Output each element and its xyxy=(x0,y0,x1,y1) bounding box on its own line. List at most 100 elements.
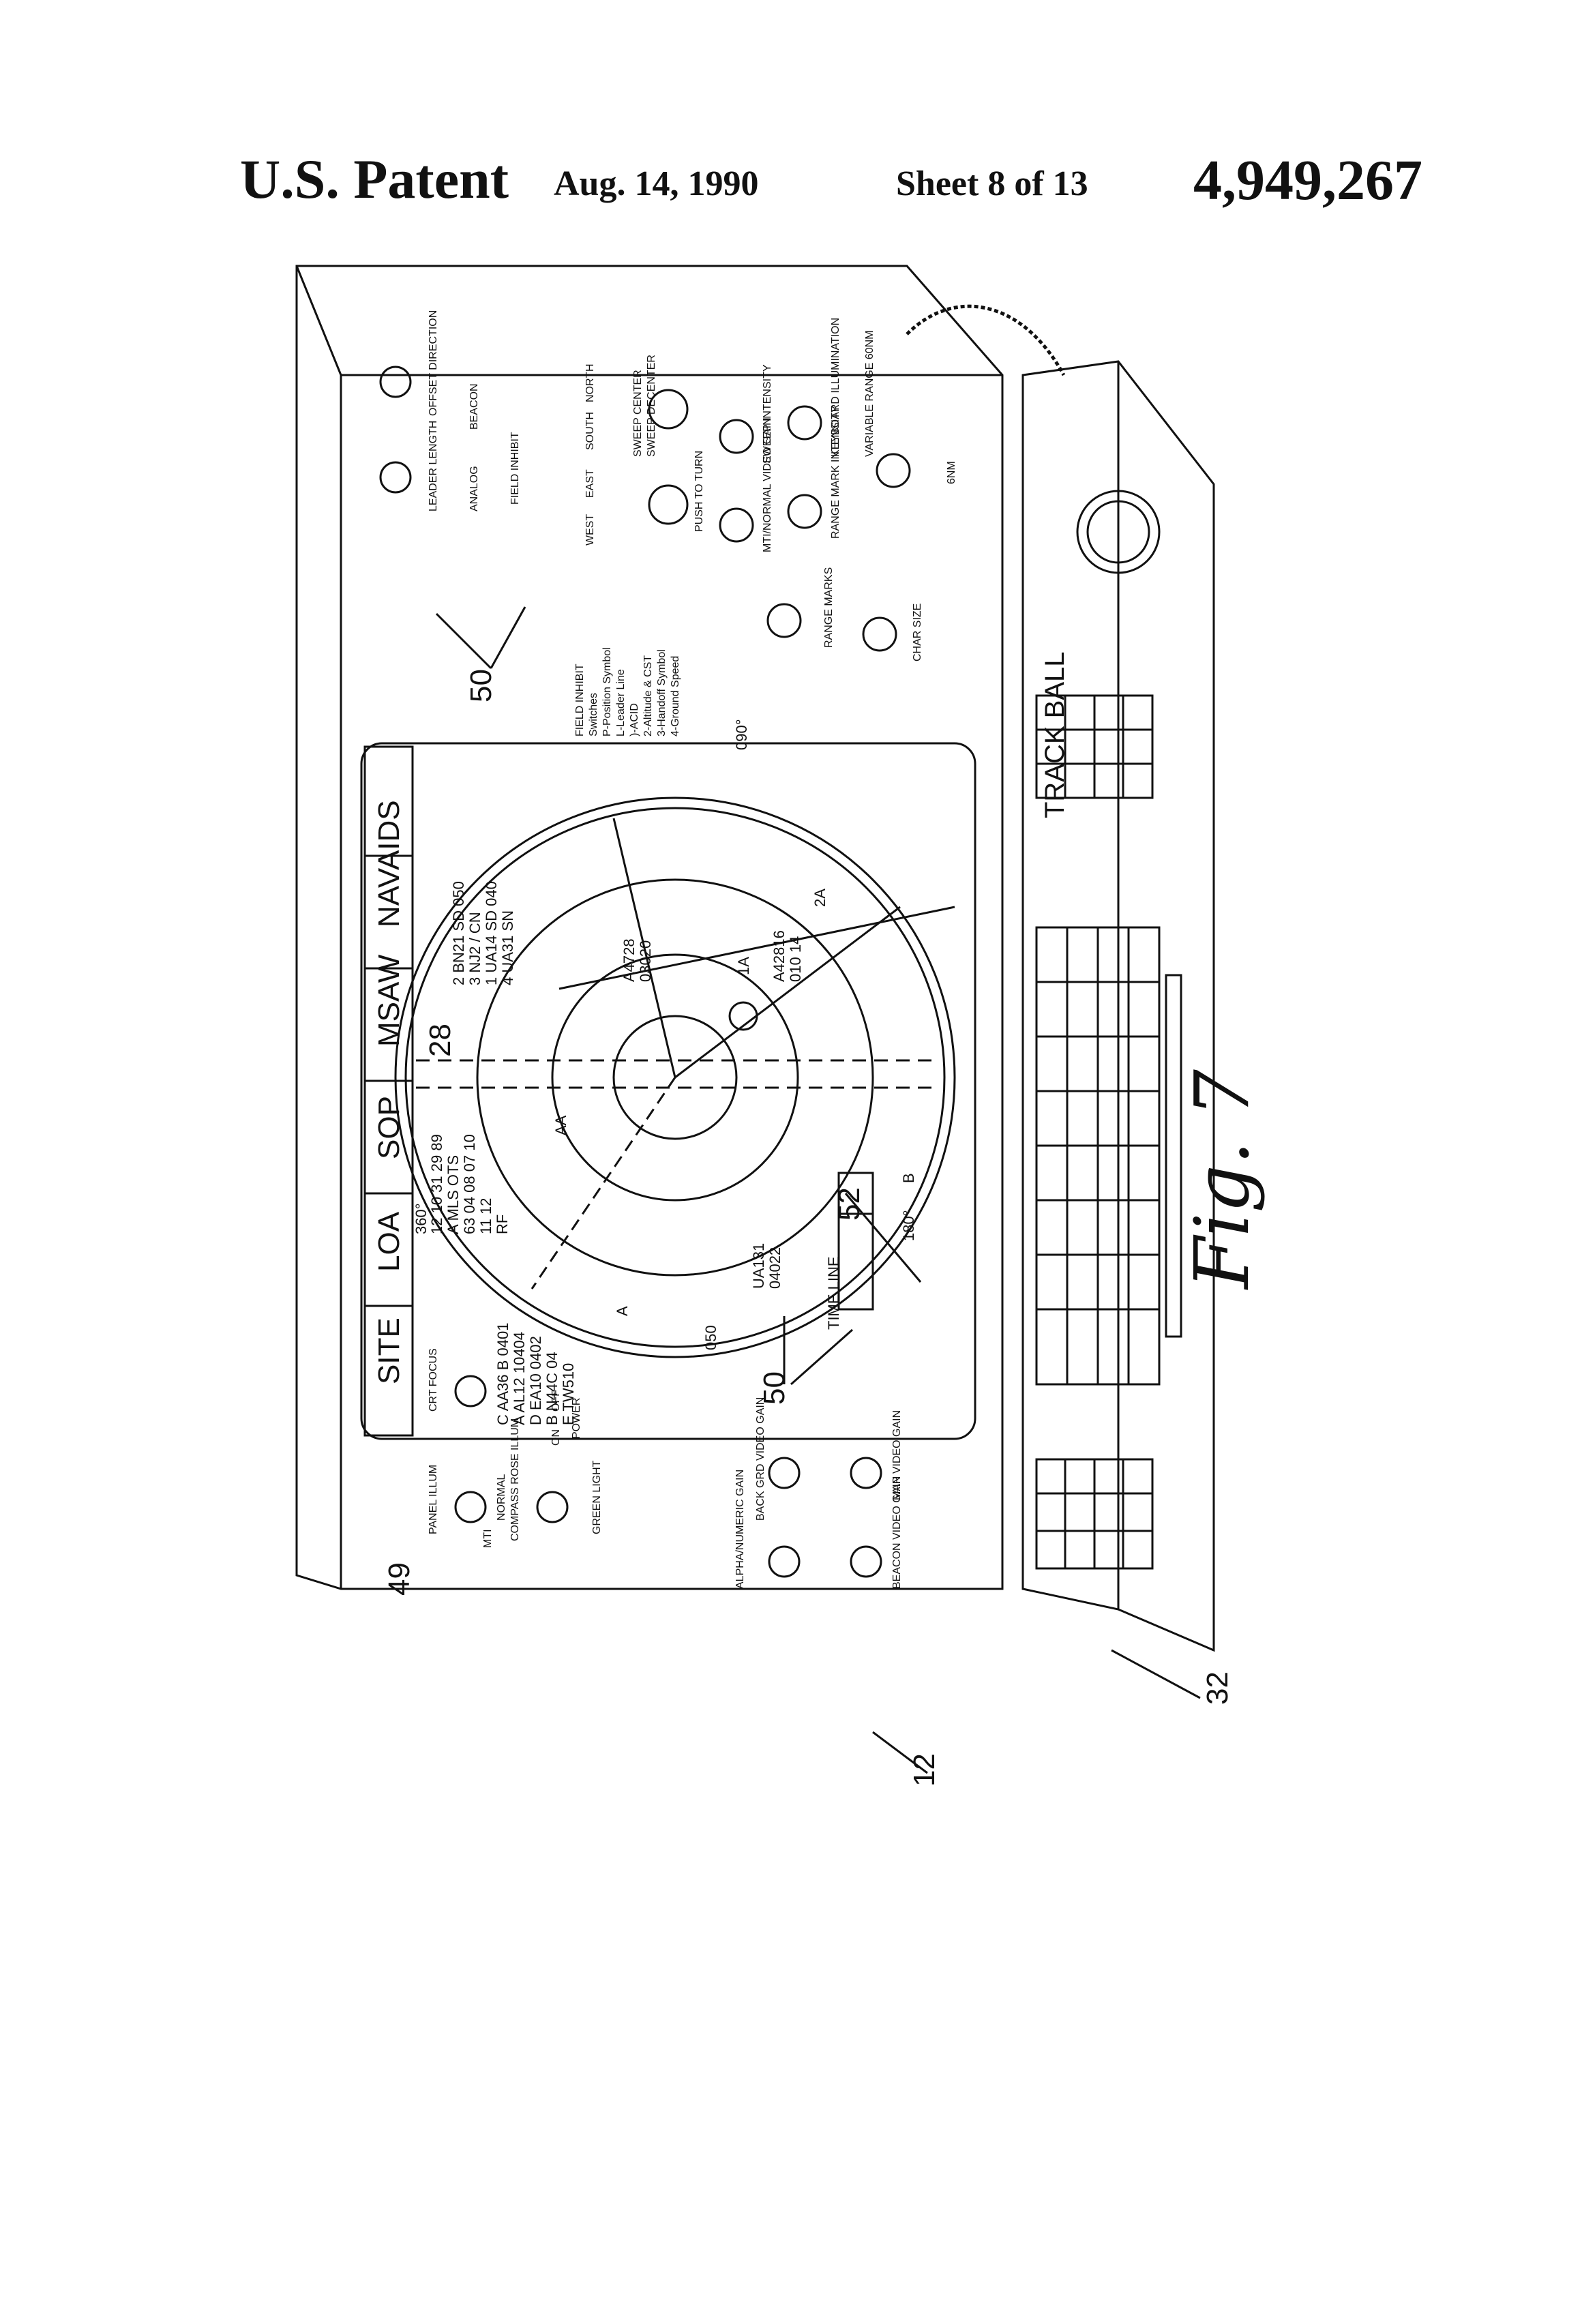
label-crt-focus: CRT FOCUS xyxy=(428,1348,439,1412)
ref-50-bottom: 50 xyxy=(758,1371,791,1405)
range-ring-3 xyxy=(476,878,874,1277)
range-ring-2 xyxy=(551,953,799,1202)
menu-tab-strip xyxy=(363,745,414,1437)
patent-number: 4,949,267 xyxy=(1193,149,1422,212)
tab-site[interactable]: SITE xyxy=(372,1317,406,1384)
label-beacon-video-gain: BEACON VIDEO GAIN xyxy=(891,1476,903,1589)
crt-focus-knob[interactable] xyxy=(454,1375,487,1407)
bearing-labels: 360° 180° 090° 050 xyxy=(413,719,917,1350)
sweep-decenter-sn-knob[interactable] xyxy=(648,389,689,430)
data-line: 11 12 xyxy=(477,1198,494,1234)
screen-data-blocks: 12 10 31 29 89 A MLS OTS 63 04 08 07 10 … xyxy=(428,881,917,1425)
label-sweep-decenter: SWEEP DECENTER xyxy=(646,355,657,457)
leader-length-knob[interactable] xyxy=(379,461,412,494)
bearing-050: 050 xyxy=(702,1325,719,1350)
control-labels: LEADER LENGTH OFFSET DIRECTION ANALOG BE… xyxy=(428,310,1070,1589)
label-mti-normal: MTI/NORMAL VIDEO GAIN xyxy=(762,417,773,552)
label-south: SOUTH xyxy=(584,412,596,450)
map-video-gain-knob[interactable] xyxy=(850,1457,882,1489)
target-label-2a: 2A xyxy=(811,889,829,907)
main-keyboard xyxy=(1035,926,1182,1386)
menu-tabs: SITE LOA SOP MSAW NAVAIDS xyxy=(372,800,406,1384)
reference-numerals: 28 49 50 50 52 12 32 xyxy=(383,669,1234,1787)
target-label-b: B xyxy=(900,1173,917,1183)
label-power: POWER xyxy=(571,1398,582,1439)
field-inhibit-legend: FIELD INHIBIT Switches P-Position Symbol… xyxy=(574,647,681,736)
ref-28: 28 xyxy=(423,1024,457,1057)
console-body xyxy=(295,265,1004,1590)
label-off: OFF xyxy=(550,1390,562,1412)
label-field-inhibit: FIELD INHIBIT xyxy=(509,432,521,505)
patent-header: U.S. Patent Aug. 14, 1990 Sheet 8 of 13 … xyxy=(0,143,1582,218)
label-beacon: BEACON xyxy=(468,383,480,430)
label-compass-rose-illum: COMPASS ROSE ILLUM xyxy=(509,1418,521,1541)
label-normal: NORMAL xyxy=(496,1474,507,1521)
mti-video-gain-knob[interactable] xyxy=(719,507,754,543)
display-bezel xyxy=(360,742,976,1440)
char-size-knob[interactable] xyxy=(862,616,897,652)
legend-line: P-Position Symbol xyxy=(601,647,613,736)
data-line: 1 UA14 SD 040 xyxy=(483,881,500,985)
label-back-grd-video-gain: BACK GRD VIDEO GAIN xyxy=(755,1397,766,1521)
compass-rose-illum-knob[interactable] xyxy=(536,1491,569,1523)
label-on: ON xyxy=(550,1429,562,1446)
time-line-bar xyxy=(837,1172,874,1311)
data-line: 03020 xyxy=(637,940,654,982)
label-variable-range: VARIABLE RANGE 60NM xyxy=(864,330,876,457)
bearing-090: 090° xyxy=(733,719,750,750)
tab-sop[interactable]: SOP xyxy=(372,1096,406,1159)
keypad-upper xyxy=(1035,694,1154,799)
label-east: EAST xyxy=(584,469,596,498)
label-west: WEST xyxy=(584,514,596,546)
data-line: TIME LINE xyxy=(825,1256,842,1330)
label-track-ball: TRACK BALL xyxy=(1040,651,1070,818)
data-line: UA131 xyxy=(750,1243,767,1289)
label-leader-length: LEADER LENGTH xyxy=(428,421,439,511)
back-grd-video-gain-knob[interactable] xyxy=(768,1457,801,1489)
drawing-svg: SITE LOA SOP MSAW NAVAIDS 28 49 50 50 52… xyxy=(295,265,1266,1787)
tab-msaw[interactable]: MSAW xyxy=(372,954,406,1047)
data-line: 04022 xyxy=(766,1247,783,1289)
variable-range-knob[interactable] xyxy=(876,453,911,488)
label-range-marks: RANGE MARKS xyxy=(823,567,835,648)
ref-52: 52 xyxy=(833,1187,866,1221)
sheet-number: Sheet 8 of 13 xyxy=(896,164,1088,203)
legend-line: 2-Altitude & CST xyxy=(642,655,654,736)
beacon-video-gain-knob[interactable] xyxy=(850,1545,882,1578)
offset-direction-knob[interactable] xyxy=(379,366,412,398)
label-range-mark-intensity: RANGE MARK INTENSITY xyxy=(830,405,841,539)
range-marks-knob[interactable] xyxy=(766,603,802,638)
data-line: 010 14 xyxy=(787,936,804,982)
label-push-to-turn: PUSH TO TURN xyxy=(693,451,705,532)
keyboard-illumination-knob[interactable] xyxy=(787,405,822,441)
data-line: D EA10 0402 xyxy=(527,1336,544,1425)
sweep-decenter-we-knob[interactable] xyxy=(648,484,689,525)
tab-navaids[interactable]: NAVAIDS xyxy=(372,800,406,927)
label-sweep-center: SWEEP CENTER xyxy=(632,370,644,457)
tab-loa[interactable]: LOA xyxy=(372,1211,406,1272)
data-line: 63 04 08 07 10 xyxy=(461,1134,478,1234)
data-line: A MLS OTS xyxy=(445,1155,462,1234)
data-line: A4728 xyxy=(621,938,638,982)
legend-line: Switches xyxy=(588,693,599,736)
target-label-1a: 1A xyxy=(735,957,752,975)
label-green-light: GREEN LIGHT xyxy=(591,1460,603,1534)
patent-date: Aug. 14, 1990 xyxy=(554,164,759,203)
label-mti: MTI xyxy=(482,1529,494,1548)
sweep-intensity-knob[interactable] xyxy=(719,419,754,454)
track-ball[interactable] xyxy=(1076,490,1161,574)
data-line: C AA36 B 0401 xyxy=(494,1323,511,1425)
alpha-numeric-gain-knob[interactable] xyxy=(768,1545,801,1578)
label-analog: ANALOG xyxy=(468,466,480,511)
data-line: A AL12 10404 xyxy=(511,1332,528,1425)
data-line: A42816 xyxy=(771,930,788,982)
ref-49: 49 xyxy=(383,1562,416,1596)
range-mark-intensity-knob[interactable] xyxy=(787,494,822,529)
label-panel-illum: PANEL ILLUM xyxy=(428,1465,439,1534)
legend-line: )-ACID xyxy=(629,703,640,736)
legend-line: FIELD INHIBIT xyxy=(574,664,586,736)
data-line: B N44C 04 xyxy=(543,1352,561,1425)
legend-line: 3-Handoff Symbol xyxy=(656,649,668,736)
panel-illum-knob[interactable] xyxy=(454,1491,487,1523)
label-map-video-gain: MAP VIDEO GAIN xyxy=(891,1410,903,1500)
